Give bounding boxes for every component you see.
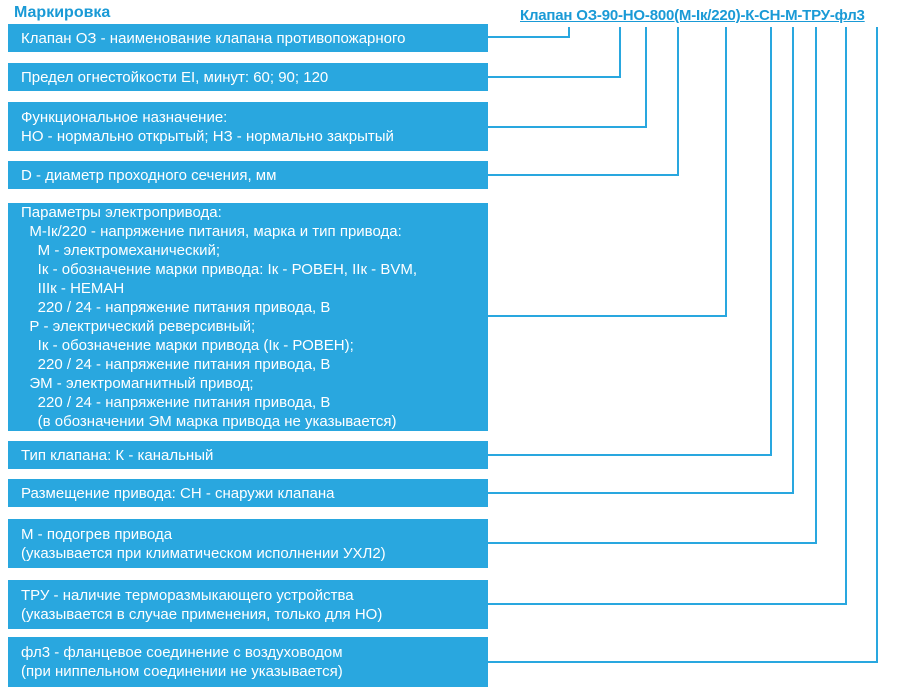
connector-line-valve-name-v — [568, 27, 570, 38]
label-box-valve-type: Тип клапана: К - канальный — [8, 441, 488, 469]
page-title: Маркировка — [14, 4, 111, 21]
connector-line-flange-connection-v — [876, 27, 878, 663]
label-box-diameter: D - диаметр проходного сечения, мм — [8, 161, 488, 189]
connector-line-diameter-h — [488, 174, 679, 176]
marking-formula: Клапан ОЗ-90-НО-800(М-Iк/220)-К-СН-М-ТРУ… — [520, 7, 865, 24]
connector-line-actuator-heating-h — [488, 542, 817, 544]
connector-line-valve-name-h — [488, 36, 570, 38]
connector-line-actuator-parameters-v — [725, 27, 727, 317]
connector-line-diameter-v — [677, 27, 679, 176]
label-box-actuator-parameters: Параметры электропривода: М-Iк/220 - нап… — [8, 203, 488, 431]
connector-line-fire-resistance-v — [619, 27, 621, 78]
label-box-flange-connection: фл3 - фланцевое соединение с воздуховодо… — [8, 637, 488, 687]
label-box-valve-name: Клапан ОЗ - наименование клапана противо… — [8, 24, 488, 52]
label-box-functional-purpose: Функциональное назначение: НО - нормальн… — [8, 102, 488, 151]
connector-line-actuator-heating-v — [815, 27, 817, 544]
label-box-actuator-heating: М - подогрев привода (указывается при кл… — [8, 519, 488, 568]
connector-line-thermal-release-v — [845, 27, 847, 605]
label-box-thermal-release: ТРУ - наличие терморазмыкающего устройст… — [8, 580, 488, 629]
connector-line-flange-connection-h — [488, 661, 878, 663]
connector-line-actuator-parameters-h — [488, 315, 727, 317]
connector-line-valve-type-h — [488, 454, 772, 456]
connector-line-functional-purpose-v — [645, 27, 647, 128]
connector-line-actuator-placement-v — [792, 27, 794, 494]
connector-line-functional-purpose-h — [488, 126, 647, 128]
connector-line-actuator-placement-h — [488, 492, 794, 494]
connector-line-fire-resistance-h — [488, 76, 621, 78]
connector-line-valve-type-v — [770, 27, 772, 456]
connector-line-thermal-release-h — [488, 603, 847, 605]
label-box-actuator-placement: Размещение привода: СН - снаружи клапана — [8, 479, 488, 507]
label-box-fire-resistance: Предел огнестойкости EI, минут: 60; 90; … — [8, 63, 488, 91]
